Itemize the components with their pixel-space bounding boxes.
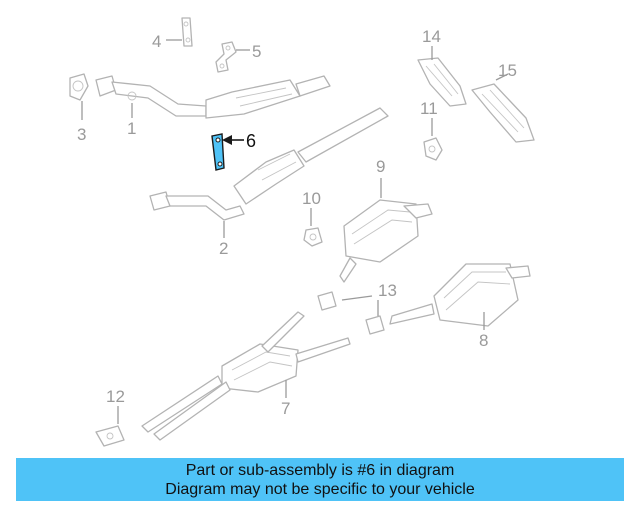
part-6-strap bbox=[211, 133, 225, 171]
callout-5: 5 bbox=[252, 42, 261, 61]
part-12-clamp bbox=[95, 425, 125, 447]
part-5-hanger bbox=[215, 41, 237, 73]
caption-line-2: Diagram may not be specific to your vehi… bbox=[165, 481, 475, 498]
part-9-muffler bbox=[339, 199, 433, 283]
exhaust-parts-diagram: 4 5 3 1 2 6 bbox=[69, 17, 535, 447]
caption-line-1: Part or sub-assembly is #6 in diagram bbox=[185, 462, 455, 479]
callout-1: 1 bbox=[127, 119, 136, 138]
part-15-heat-shield bbox=[471, 83, 535, 143]
callout-6: 6 bbox=[246, 131, 256, 151]
part-3-gasket bbox=[69, 73, 89, 101]
callout-12: 12 bbox=[106, 387, 125, 406]
part-10-clamp bbox=[303, 227, 323, 247]
caption-bar: Part or sub-assembly is #6 in diagram Di… bbox=[16, 458, 624, 501]
part-11-hanger bbox=[423, 137, 443, 161]
callout-10: 10 bbox=[302, 189, 321, 208]
part-7-center-pipe bbox=[141, 311, 351, 441]
callout-13: 13 bbox=[378, 281, 397, 300]
part-14-heat-shield bbox=[417, 57, 467, 107]
part-1-front-pipe-converter bbox=[95, 75, 331, 119]
callout-7: 7 bbox=[281, 399, 290, 418]
part-8-rear-muffler bbox=[389, 263, 531, 327]
callout-14: 14 bbox=[422, 27, 441, 46]
callout-3: 3 bbox=[77, 125, 86, 144]
callout-4: 4 bbox=[152, 32, 161, 51]
callout-15: 15 bbox=[498, 61, 517, 80]
callout-2: 2 bbox=[219, 239, 228, 258]
callout-8: 8 bbox=[479, 331, 488, 350]
part-4-bracket bbox=[181, 17, 193, 47]
part-2-pipe-converter bbox=[149, 107, 389, 221]
part-13-clamps bbox=[317, 291, 385, 335]
callout-9: 9 bbox=[376, 157, 385, 176]
callout-11: 11 bbox=[420, 99, 438, 118]
